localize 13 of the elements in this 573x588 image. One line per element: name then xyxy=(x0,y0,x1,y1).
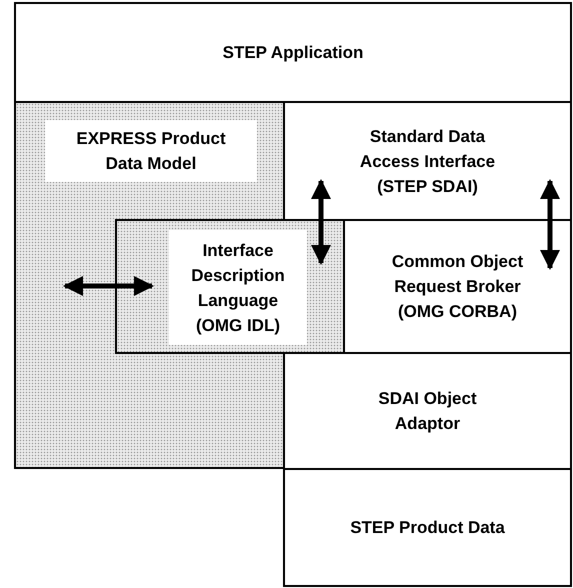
process-box xyxy=(14,2,572,103)
box-label: STEP Application xyxy=(222,42,364,64)
double-arrow xyxy=(540,179,560,270)
box-label: EXPRESS Product Data Model xyxy=(75,128,227,175)
process-box xyxy=(283,468,572,587)
box-label: Standard Data Access Interface (STEP SDAI) xyxy=(358,126,496,198)
box-label: SDAI Object Adaptor xyxy=(377,388,478,435)
box-label: Common Object Request Broker (OMG CORBA) xyxy=(390,251,524,323)
box-label: Interface Description Language (OMG IDL) xyxy=(190,240,286,336)
box-label: STEP Product Data xyxy=(350,517,505,539)
double-arrow xyxy=(63,276,154,296)
double-arrow xyxy=(311,179,331,265)
shaded-box xyxy=(115,219,345,354)
